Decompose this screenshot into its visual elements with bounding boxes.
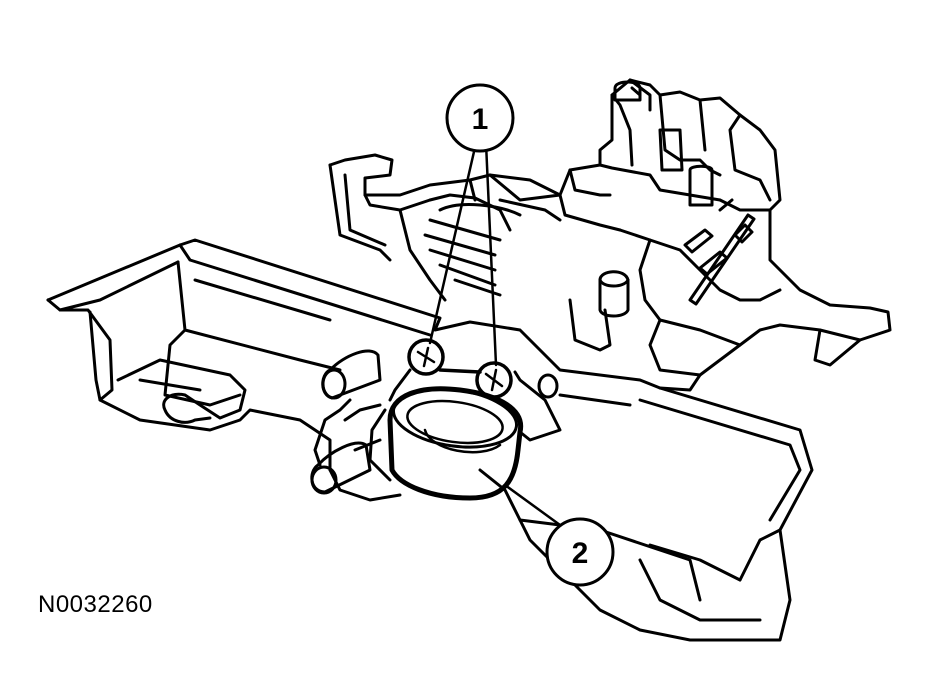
figure-id: N0032260 [38, 591, 153, 618]
callout-2-label: 2 [572, 537, 589, 570]
bushing-sleeve [368, 370, 562, 501]
valve-body [328, 78, 892, 392]
bracket-slot [116, 358, 247, 424]
callout-2-circle [545, 517, 615, 587]
mounting-screws [388, 338, 513, 402]
screw-left [407, 338, 445, 376]
callout-1-circle [445, 83, 515, 153]
alignment-pins [310, 349, 402, 502]
callout-1-label: 1 [472, 103, 489, 136]
leader-lines [428, 141, 562, 527]
